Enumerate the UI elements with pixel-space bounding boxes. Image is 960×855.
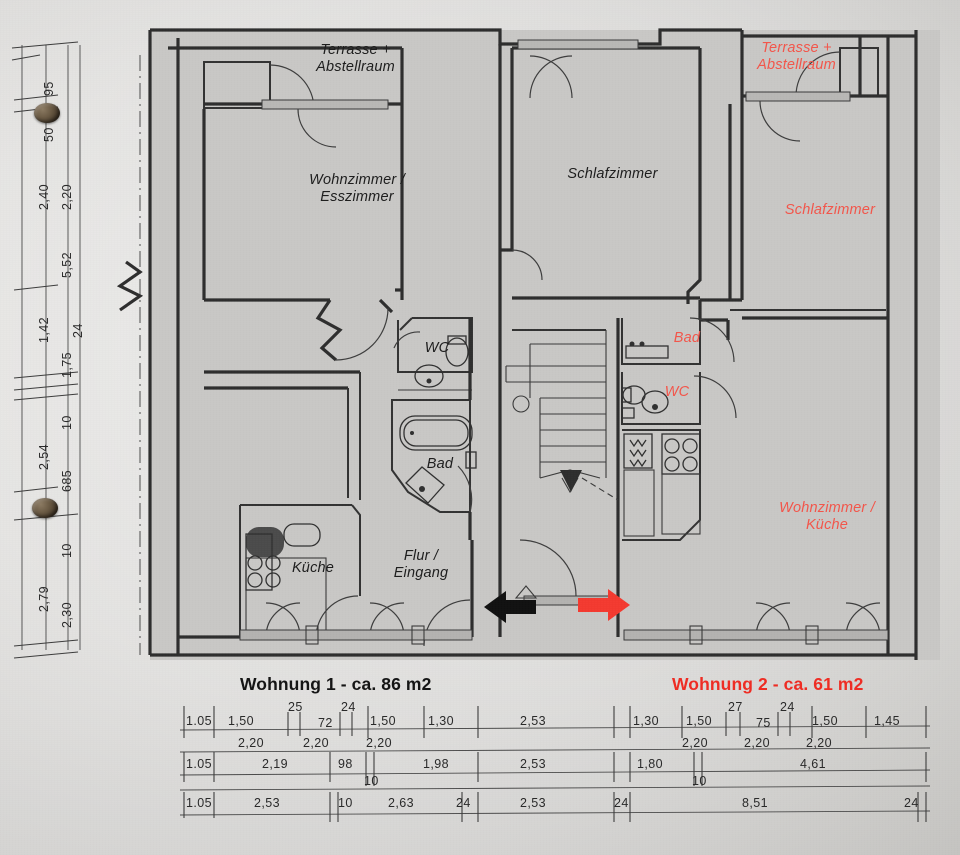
entrance-arrows <box>484 589 630 623</box>
dim-v-220: 2,20 <box>60 184 74 210</box>
dim-h3-3: 10 <box>338 796 353 810</box>
dim-h1-14: 1,50 <box>812 714 838 728</box>
dim-v-175: 1,75 <box>60 352 74 378</box>
dim-h3-9: 24 <box>904 796 919 810</box>
dim-h1-15: 1,45 <box>874 714 900 728</box>
dim-v-254: 2,54 <box>37 444 51 470</box>
dim-h2-9: 4,61 <box>800 757 826 771</box>
dim-v-50: 50 <box>42 127 56 142</box>
dim-h3-4: 2,63 <box>388 796 414 810</box>
dim-h2-3: 98 <box>338 757 353 771</box>
dim-h1-1: 1.05 <box>186 714 212 728</box>
dim-h3-7: 24 <box>614 796 629 810</box>
vertical-dimension-chains <box>11 41 81 659</box>
dim-h1-6: 1,50 <box>370 714 396 728</box>
dim-h1-9: 1,30 <box>633 714 659 728</box>
dim-h3-5: 24 <box>456 796 471 810</box>
dim-v-230: 2,30 <box>60 602 74 628</box>
dim-v-552: 5,52 <box>60 252 74 278</box>
dim-h1-8: 2,53 <box>520 714 546 728</box>
dim-h2-5: 1,98 <box>423 757 449 771</box>
entrance-arrow-wohnung-2 <box>578 589 630 621</box>
dim-h1b-5: 2,20 <box>744 736 770 750</box>
dim-h1-5: 24 <box>341 700 356 714</box>
screw-head-upper <box>34 103 60 123</box>
dim-v-142: 1,42 <box>37 317 51 343</box>
dim-v-240: 2,40 <box>37 184 51 210</box>
dim-h2-1: 1.05 <box>186 757 212 771</box>
outer-walls <box>148 28 918 660</box>
dim-h1-2: 1,50 <box>228 714 254 728</box>
dim-h1b-1: 2,20 <box>238 736 264 750</box>
dim-v-685: 685 <box>60 469 74 492</box>
horizontal-dimension-chains <box>179 706 931 822</box>
dim-h3-6: 2,53 <box>520 796 546 810</box>
dim-h1b-2: 2,20 <box>303 736 329 750</box>
dim-v-95: 95 <box>42 81 56 96</box>
dim-h1-4: 72 <box>318 716 333 730</box>
dim-h1-3: 25 <box>288 700 303 714</box>
wohnung-1-walls <box>202 48 477 647</box>
screw-head-lower <box>32 498 58 518</box>
dim-h2-4: 10 <box>364 774 379 788</box>
entrance-arrow-wohnung-1 <box>484 591 536 623</box>
dim-h3-2: 2,53 <box>254 796 280 810</box>
wohnung-2-walls <box>621 47 889 645</box>
dim-v-10-b: 10 <box>60 543 74 558</box>
dim-h1-12: 75 <box>756 716 771 730</box>
dim-v-279: 2,79 <box>37 586 51 612</box>
dim-h1-11: 27 <box>728 700 743 714</box>
caption-wohnung-1: Wohnung 1 - ca. 86 m2 <box>240 674 432 694</box>
dim-h2-7: 1,80 <box>637 757 663 771</box>
dim-h1-10: 1,50 <box>686 714 712 728</box>
caption-wohnung-2: Wohnung 2 - ca. 61 m2 <box>672 674 864 694</box>
stair-treads <box>505 330 607 478</box>
dim-h1b-3: 2,20 <box>366 736 392 750</box>
dim-h1-13: 24 <box>780 700 795 714</box>
dim-h1b-4: 2,20 <box>682 736 708 750</box>
dim-h2-8: 10 <box>692 774 707 788</box>
dim-h2-6: 2,53 <box>520 757 546 771</box>
centre-axis-line <box>116 55 144 655</box>
dim-h2-2: 2,19 <box>262 757 288 771</box>
dim-v-10-a: 10 <box>60 415 74 430</box>
dim-v-24: 24 <box>71 323 85 338</box>
dim-h1b-6: 2,20 <box>806 736 832 750</box>
dim-h3-8: 8,51 <box>742 796 768 810</box>
dim-h3-1: 1.05 <box>186 796 212 810</box>
room-fills <box>150 30 940 660</box>
dim-h1-7: 1,30 <box>428 714 454 728</box>
